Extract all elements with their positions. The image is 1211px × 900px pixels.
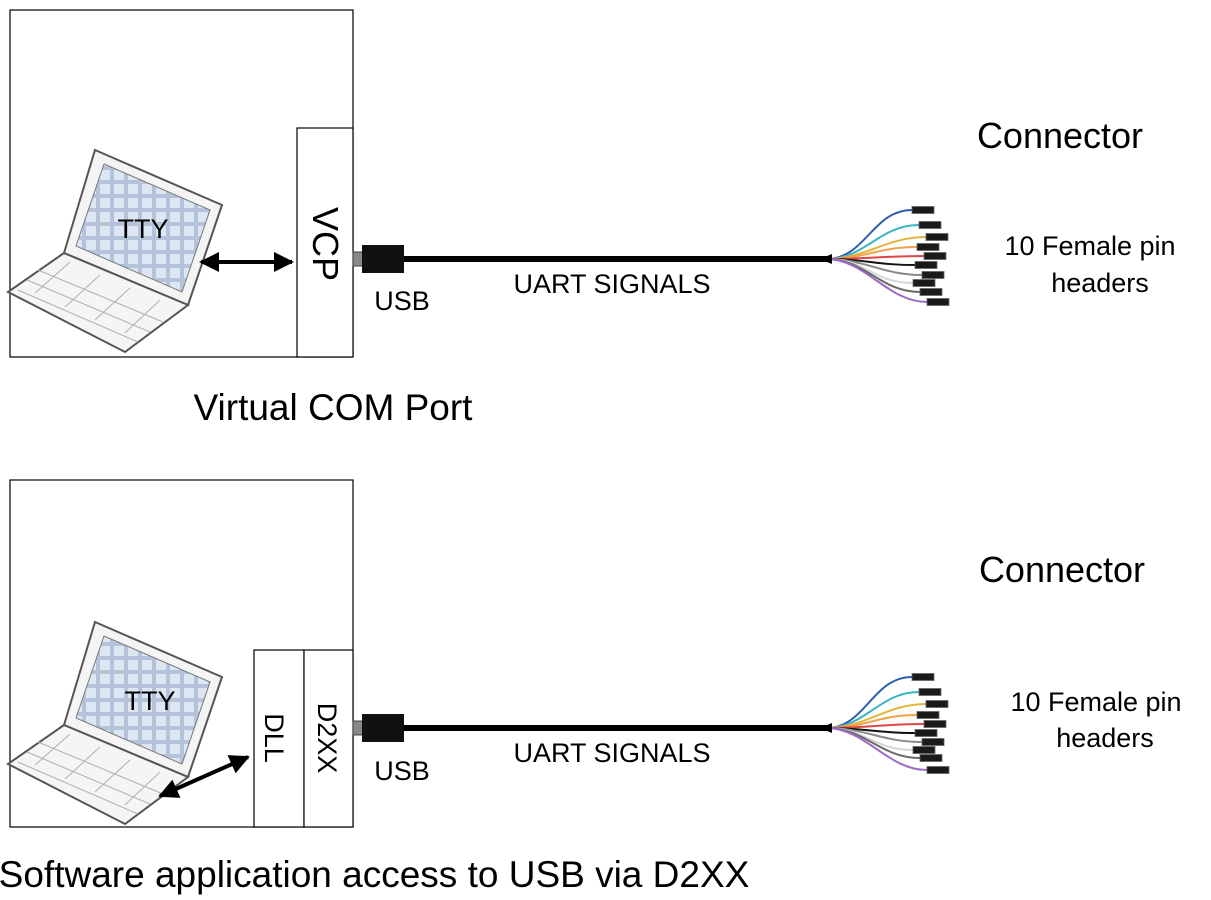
- wire: [825, 727, 928, 771]
- d2xx-driver-label: D2XX: [312, 703, 342, 774]
- female-pin-header: [923, 720, 947, 728]
- vcp-driver-box: [296, 127, 354, 358]
- d2xx-caption: Software application access to USB via D…: [0, 854, 749, 895]
- female-pin-header: [911, 206, 935, 214]
- laptop-icon: [6, 148, 224, 354]
- female-pin-header: [926, 298, 950, 306]
- usb-plug-icon: [352, 714, 404, 742]
- female-pin-header: [919, 288, 943, 296]
- vcp-diagram: VCP TTY USB UART SIGNALS: [6, 9, 1176, 428]
- headers-label-line1: 10 Female pin: [1004, 231, 1175, 261]
- female-pin-header: [912, 746, 936, 754]
- usb-label: USB: [374, 286, 430, 316]
- pin-header-icon: [820, 673, 950, 774]
- bidirectional-arrow-icon: [158, 755, 250, 798]
- wire: [825, 676, 913, 729]
- uart-signals-label: UART SIGNALS: [513, 738, 710, 768]
- female-pin-header: [916, 243, 940, 251]
- vcp-caption: Virtual COM Port: [194, 387, 474, 428]
- female-pin-header: [921, 271, 945, 279]
- female-pin-header: [919, 754, 943, 762]
- female-pin-header: [921, 738, 945, 746]
- usb-label: USB: [374, 756, 430, 786]
- dll-label: DLL: [259, 713, 289, 763]
- headers-label-line2: headers: [1051, 268, 1149, 298]
- wire: [825, 209, 913, 260]
- female-pin-header: [925, 700, 949, 708]
- female-pin-header: [923, 252, 947, 260]
- female-pin-header: [926, 766, 950, 774]
- headers-label-line2: headers: [1056, 723, 1154, 753]
- pin-header-icon: [820, 206, 950, 306]
- female-pin-header: [918, 688, 942, 696]
- female-pin-header: [914, 261, 938, 269]
- connector-label: Connector: [977, 115, 1143, 156]
- dll-box: [253, 649, 305, 828]
- female-pin-header: [911, 673, 935, 681]
- connector-label: Connector: [979, 549, 1145, 590]
- female-pin-header: [918, 221, 942, 229]
- d2xx-driver-box: [303, 649, 354, 828]
- female-pin-header: [914, 729, 938, 737]
- tty-label: TTY: [125, 686, 176, 716]
- uart-signals-label: UART SIGNALS: [513, 269, 710, 299]
- tty-label: TTY: [118, 214, 169, 244]
- female-pin-header: [916, 711, 940, 719]
- vcp-driver-label: VCP: [305, 207, 346, 281]
- cable-junction: [820, 254, 832, 264]
- d2xx-diagram: DLL D2XX TTY USB UART SIGNALS: [0, 479, 1182, 895]
- wire: [825, 258, 928, 303]
- usb-plug-icon: [352, 245, 404, 273]
- laptop-icon: [6, 620, 224, 826]
- female-pin-header: [925, 233, 949, 241]
- cable-junction: [820, 723, 832, 733]
- headers-label-line1: 10 Female pin: [1010, 687, 1181, 717]
- female-pin-header: [912, 279, 936, 287]
